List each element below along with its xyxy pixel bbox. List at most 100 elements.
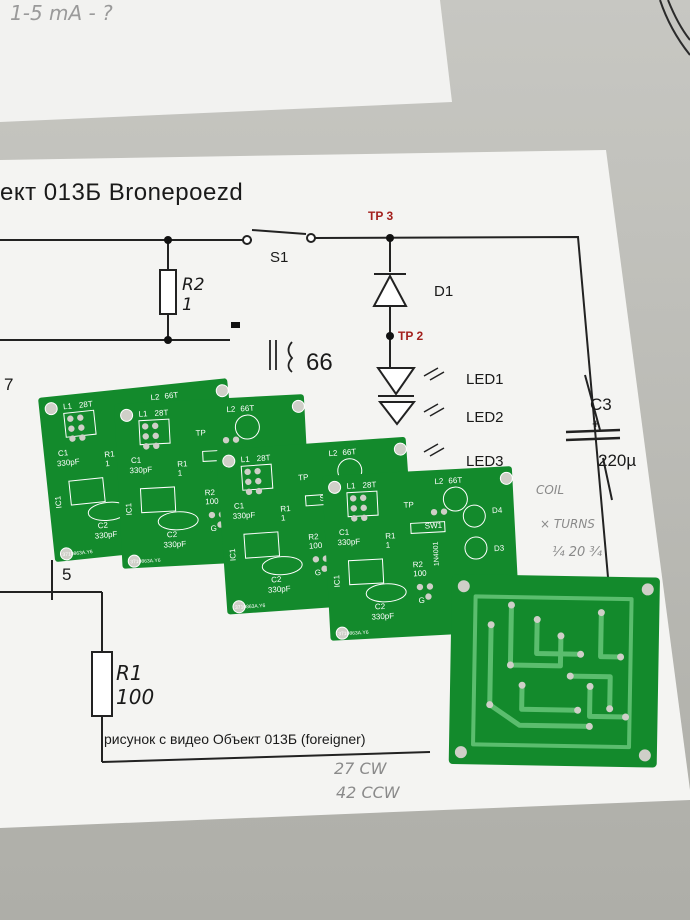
note-fractions: ¼ 20 ¾ [552, 545, 602, 560]
label-c2-value: 330pF [163, 539, 186, 549]
solder-pad [152, 432, 159, 440]
ic1-footprint [139, 486, 177, 514]
mounting-hole [457, 580, 470, 593]
label-g: G [315, 568, 322, 577]
solder-pad [617, 653, 625, 661]
label-c2: C2 [167, 530, 178, 540]
resistor-r1 [91, 651, 113, 717]
solder-pad [507, 601, 515, 609]
solder-pad [440, 508, 448, 515]
label-c1: C1 [339, 528, 350, 538]
label-c2-value: 330pF [94, 529, 118, 540]
label-l1-turns: 28T [362, 480, 376, 490]
l2-footprint [442, 486, 468, 512]
solder-pad [597, 609, 605, 617]
label-c1: C1 [57, 448, 69, 458]
solder-pad [350, 505, 357, 512]
label-c2-value: 330pF [371, 611, 394, 621]
label-r1-value: 1 [105, 459, 111, 468]
label-l2-turns: 66T [164, 390, 179, 400]
pin-5-label: 5 [62, 565, 71, 584]
ic1-footprint [68, 477, 106, 506]
label-l1-turns: 28T [154, 408, 168, 418]
solder-pad [142, 433, 149, 440]
top-note-sheet [0, 0, 452, 122]
label-r2: R2 [205, 488, 216, 498]
c3-name: C3 [590, 395, 612, 414]
label-r2: R2 [308, 532, 319, 542]
capacitor-c3 [565, 428, 621, 442]
solder-pad [430, 508, 438, 516]
solder-pad [68, 425, 75, 432]
label-serial: 3710863A.Y6 [235, 603, 266, 611]
note-coil: COIL [536, 483, 564, 497]
solder-pad [232, 436, 240, 443]
solder-pad [566, 672, 574, 680]
solder-pad [622, 713, 630, 721]
solder-pad [255, 477, 262, 485]
mounting-hole [499, 471, 513, 485]
solder-pad [585, 722, 593, 730]
label-r1: R1 [177, 459, 188, 469]
r2-name: R2 [182, 275, 205, 295]
pcb-boards: L128TL266TTPSW1C1330pFR11R2100C2330pFIC1… [38, 378, 521, 641]
d3-footprint [464, 536, 488, 560]
label-serial: 3710863A.Y6 [62, 549, 93, 558]
mounting-hole [44, 402, 58, 416]
solder-pad [222, 436, 230, 444]
led-symbols [376, 367, 417, 426]
label-l2-turns: 66T [448, 476, 462, 486]
mounting-hole [59, 547, 73, 561]
solder-pad [79, 434, 86, 441]
label-l1: L1 [63, 401, 73, 411]
solder-pad [586, 682, 594, 690]
l2-footprint [234, 414, 260, 440]
led1-label: LED1 [466, 371, 504, 388]
solder-pad [360, 504, 367, 512]
label-c2-value: 330pF [268, 584, 291, 595]
label-g: G [418, 596, 425, 605]
label-c1-value: 330pF [337, 537, 360, 547]
solder-pad [255, 487, 263, 495]
label-r2: R2 [413, 560, 424, 570]
label-r1-value: 1 [281, 513, 287, 522]
solder-pad [244, 468, 251, 476]
led-arrows [423, 367, 445, 457]
solder-pad [606, 705, 614, 713]
label-r2-value: 100 [413, 569, 427, 579]
label-l2-turns: 66T [240, 404, 254, 414]
solder-pad [574, 706, 582, 714]
label-r2-value: 100 [309, 541, 323, 551]
label-l1-turns: 28T [79, 399, 94, 409]
solder-pad [312, 556, 320, 563]
schematic-wires [0, 235, 613, 763]
label-r1: R1 [385, 531, 396, 541]
mounting-hole [393, 442, 407, 456]
solder-pad [142, 423, 149, 430]
label-c1-value: 330pF [232, 510, 255, 521]
solder-pad [577, 650, 585, 658]
solder-pad [245, 478, 252, 486]
solder-pad [69, 435, 76, 442]
label-serial: 3710863A.Y6 [338, 630, 369, 638]
solder-pad [153, 442, 160, 450]
note-cw: 27 CW [334, 759, 388, 778]
solder-pad [360, 494, 367, 502]
mounting-hole [222, 454, 236, 468]
switch-s1 [242, 229, 316, 245]
label-ic1: IC1 [332, 574, 342, 587]
ic1-footprint [243, 531, 281, 559]
solder-pad [351, 515, 358, 522]
c3-plus: + [592, 416, 600, 431]
c3-value: 220µ [598, 451, 636, 470]
r1-name: R1 [116, 661, 143, 685]
solder-pad [67, 415, 74, 422]
r2-value: 1 [182, 295, 193, 315]
solder-pad [77, 414, 84, 421]
label-l2: L2 [150, 392, 160, 402]
table-cables [659, 0, 690, 56]
solder-pad [254, 467, 261, 475]
label-d3: D3 [494, 544, 505, 554]
label-r1: R1 [104, 449, 116, 459]
